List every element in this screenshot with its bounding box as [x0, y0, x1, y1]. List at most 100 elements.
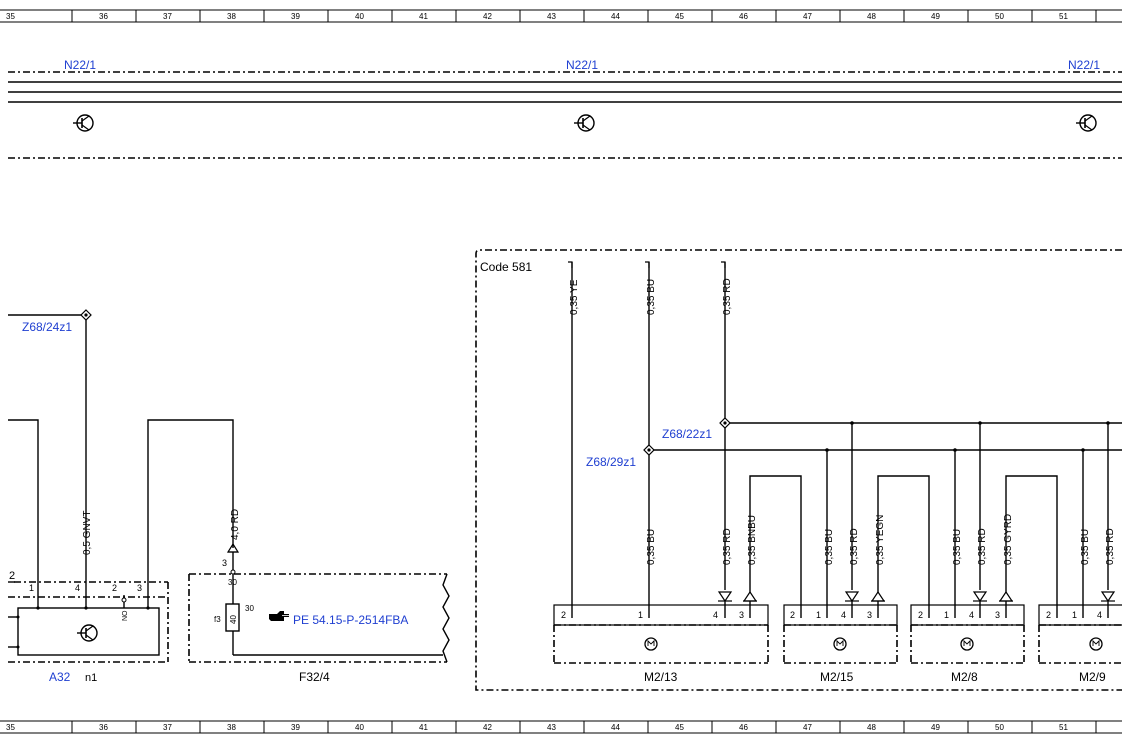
wire-label: 4,0 RD	[230, 509, 241, 540]
wire-label: 0,35 RD	[722, 278, 733, 315]
pin-label: 1	[638, 610, 643, 620]
pin-label: 4	[75, 583, 80, 593]
bottom-ruler-column-label: 51	[1059, 723, 1068, 732]
top-ruler-column-label: 48	[867, 12, 876, 21]
pin-label: 4	[1097, 610, 1102, 620]
wire-label: 0,35 RD	[849, 528, 860, 565]
component-a32[interactable]: A32	[49, 670, 71, 684]
top-ruler-column-label: 37	[163, 12, 172, 21]
motor-icon	[1089, 637, 1103, 651]
bottom-ruler-column-label: 41	[419, 723, 428, 732]
transistor-icon	[77, 624, 98, 642]
junction-z68-24z1[interactable]: Z68/24z1	[22, 320, 72, 334]
pin-label: 1	[1072, 610, 1077, 620]
no-label: NO	[122, 610, 129, 621]
pin-label: 2	[9, 570, 15, 582]
top-ruler-column-label: 49	[931, 12, 940, 21]
top-ruler-column-label: 36	[99, 12, 108, 21]
top-ruler-column-label: 39	[291, 12, 300, 21]
top-ruler-column-label: 42	[483, 12, 492, 21]
pin-label: 1	[29, 583, 34, 593]
component-sub: n1	[85, 672, 97, 684]
wire-label: 0,35 BU	[824, 529, 835, 565]
bottom-ruler-column-label: 46	[739, 723, 748, 732]
junction-z68-29z1[interactable]: Z68/29z1	[586, 455, 636, 469]
top-ruler-column-label: 46	[739, 12, 748, 21]
top-ruler-column-label: 43	[547, 12, 556, 21]
bottom-ruler-column-label: 47	[803, 723, 812, 732]
wire-label: 0,35 BU	[646, 279, 657, 315]
bottom-ruler-column-label: 50	[995, 723, 1004, 732]
top-ruler: 353637383940414243444546474849505152	[0, 9, 1122, 23]
pin-label: 4	[841, 610, 846, 620]
n22-label-2[interactable]: N22/1	[566, 58, 598, 72]
component-m2-13: M2/13	[644, 670, 678, 684]
top-ruler-column-label: 35	[6, 12, 15, 21]
wire-label: 0,35 BU	[646, 529, 657, 565]
wire-label: 0,35 BU	[952, 529, 963, 565]
pin-label: 2	[112, 583, 117, 593]
bottom-ruler-column-label: 48	[867, 723, 876, 732]
bottom-ruler-column-label: 40	[355, 723, 364, 732]
reference-link[interactable]: PE 54.15-P-2514FBA	[293, 613, 408, 627]
wire-label: 0,35 GYRD	[1003, 514, 1014, 565]
n22-label-3[interactable]: N22/1	[1068, 58, 1100, 72]
pin-label: 3	[867, 610, 872, 620]
top-ruler-column-label: 47	[803, 12, 812, 21]
pointing-hand-icon	[269, 611, 290, 621]
n22-label-1[interactable]: N22/1	[64, 58, 96, 72]
motor-m2-8: 2 1 4 3 M2/8	[910, 604, 1025, 684]
fuse-value: 40	[229, 615, 238, 624]
bottom-ruler-column-label: 38	[227, 723, 236, 732]
motor-icon	[960, 637, 974, 651]
pin-label: 1	[944, 610, 949, 620]
bottom-ruler-column-label: 43	[547, 723, 556, 732]
wire-label: 0,35 BNBU	[747, 515, 758, 565]
wire-label: 0,5 GNVT	[82, 511, 93, 555]
pin-label: 3	[222, 558, 227, 568]
top-ruler-column-label: 44	[611, 12, 620, 21]
code-581-section: Code 581 0,35 YE 0,35 BU 0,35 RD Z68/22z…	[475, 249, 1122, 691]
transistor-icon	[574, 114, 595, 132]
top-ruler-column-label: 40	[355, 12, 364, 21]
motor-m2-13: 2 1 4 3 M2/13	[553, 604, 769, 684]
motor-m2-9: 2 1 4 M2/9	[1038, 604, 1122, 684]
transistor-icon	[73, 114, 94, 132]
bottom-ruler-column-label: 45	[675, 723, 684, 732]
bottom-ruler-column-label: 44	[611, 723, 620, 732]
transistor-icon	[1076, 114, 1097, 132]
bottom-ruler: 353637383940414243444546474849505152	[0, 720, 1122, 734]
bottom-ruler-column-label: 37	[163, 723, 172, 732]
wire-label: 0,35 RD	[722, 528, 733, 565]
bottom-ruler-column-label: 42	[483, 723, 492, 732]
top-ruler-column-label: 41	[419, 12, 428, 21]
wire-label: 0,35 YE	[569, 279, 580, 315]
pin-label: 1	[816, 610, 821, 620]
fuse-label: f3	[214, 615, 221, 624]
left-section: Z68/24z1 0,5 GNVT 4,0 RD 3 2 1 4 2 3 NO	[8, 309, 450, 684]
pin-label: 2	[918, 610, 923, 620]
pin-label: 3	[137, 583, 142, 593]
pin-label: 2	[561, 610, 566, 620]
top-ruler-column-label: 38	[227, 12, 236, 21]
wire-label: 0,35 RD	[977, 528, 988, 565]
wire-label: 0,35 RD	[1105, 528, 1116, 565]
bottom-ruler-column-label: 39	[291, 723, 300, 732]
component-m2-8: M2/8	[951, 670, 978, 684]
top-ruler-column-label: 45	[675, 12, 684, 21]
motor-icon	[833, 637, 847, 651]
wire-label: 0,35 YEGN	[875, 515, 886, 565]
bottom-ruler-column-label: 35	[6, 723, 15, 732]
wire-label: 0,35 BU	[1080, 529, 1091, 565]
motor-icon	[644, 637, 658, 651]
bottom-ruler-column-label: 49	[931, 723, 940, 732]
pin-label: 3	[995, 610, 1000, 620]
pin-label: 3	[739, 610, 744, 620]
pin-label: 2	[790, 610, 795, 620]
junction-z68-22z1[interactable]: Z68/22z1	[662, 427, 712, 441]
n22-band: N22/1 N22/1 N22/1	[8, 58, 1122, 159]
top-ruler-column-label: 50	[995, 12, 1004, 21]
top-ruler-column-label: 51	[1059, 12, 1068, 21]
pin-label: 2	[1046, 610, 1051, 620]
